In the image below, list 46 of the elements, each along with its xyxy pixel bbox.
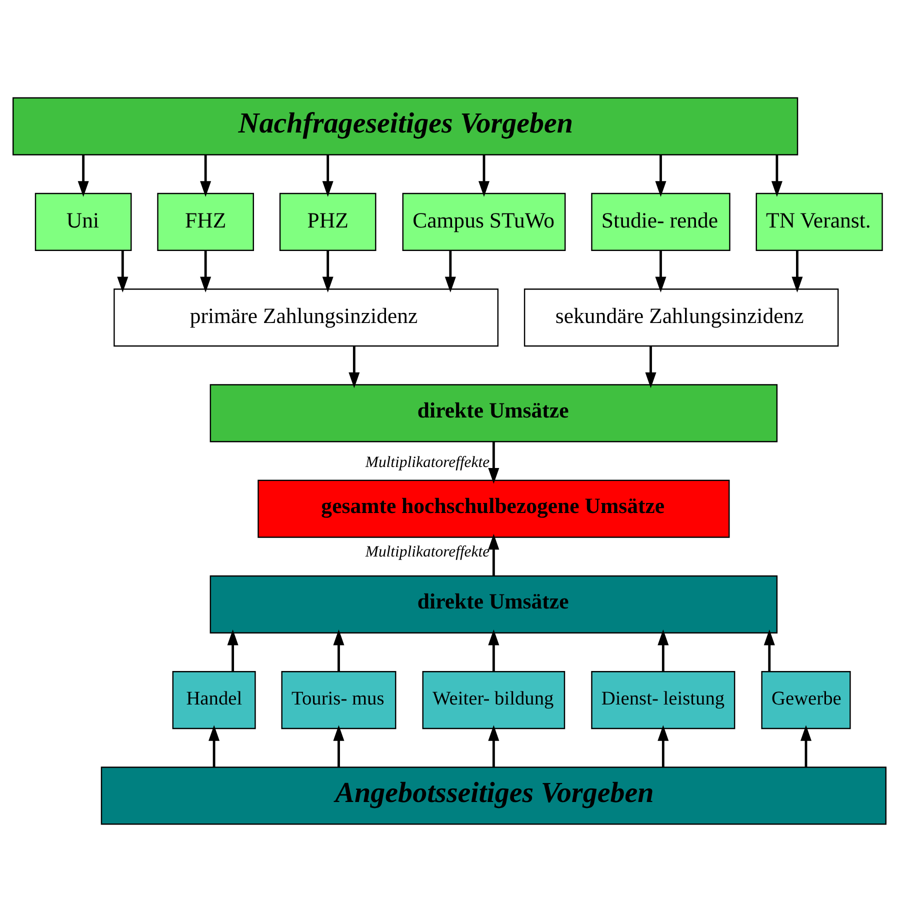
arrow (655, 154, 666, 196)
arrow (117, 250, 128, 292)
arrow (333, 628, 344, 671)
node-box: Uni (34, 192, 132, 250)
arrow (78, 154, 89, 196)
node-box: Angebotsseitiges Vorgeben (100, 766, 886, 824)
arrow (444, 250, 456, 292)
arrow (200, 154, 212, 196)
node-box: Campus STuWo (402, 192, 566, 250)
node-box: sekundäre Zahlungsinzidenz (524, 288, 839, 346)
arrow (771, 154, 782, 196)
arrow (792, 250, 803, 292)
arrow (488, 628, 500, 671)
arrow (658, 724, 669, 767)
node-box: direkte Umsätze (210, 574, 778, 633)
arrow (655, 250, 666, 292)
arrow (333, 724, 344, 767)
node-box: Gewerbe (761, 670, 851, 729)
arrow (322, 250, 334, 292)
node-box: Dienst- leistung (591, 670, 736, 729)
node-box: Handel (172, 670, 256, 729)
arrow (488, 724, 500, 767)
arrow (488, 441, 500, 484)
node-box: Weiter- bildung (422, 670, 566, 729)
node-box: direkte Umsätze (210, 384, 778, 442)
arrow (322, 154, 334, 196)
node-box: FHZ (157, 192, 254, 250)
node-box: Studie- rende (591, 192, 730, 250)
arrow (348, 346, 360, 388)
edge-label: Multiplikatoreffekte (365, 453, 490, 470)
arrow (800, 724, 812, 767)
node-box: Touris- mus (281, 670, 396, 729)
node-box: Nachfrageseitiges Vorgeben (12, 96, 798, 155)
arrow (227, 628, 238, 671)
arrow (478, 154, 490, 196)
node-box: TN Veranst. (756, 192, 883, 250)
arrow (208, 724, 220, 767)
arrow (658, 628, 669, 671)
node-box: PHZ (279, 192, 376, 250)
arrow (200, 250, 212, 292)
arrow (488, 533, 500, 576)
arrow (645, 346, 656, 388)
node-box: gesamte hochschulbezogene Umsätze (258, 479, 730, 538)
arrow (764, 628, 775, 671)
node-box: primäre Zahlungsinzidenz (114, 288, 499, 346)
edge-label: Multiplikatoreffekte (365, 543, 490, 560)
